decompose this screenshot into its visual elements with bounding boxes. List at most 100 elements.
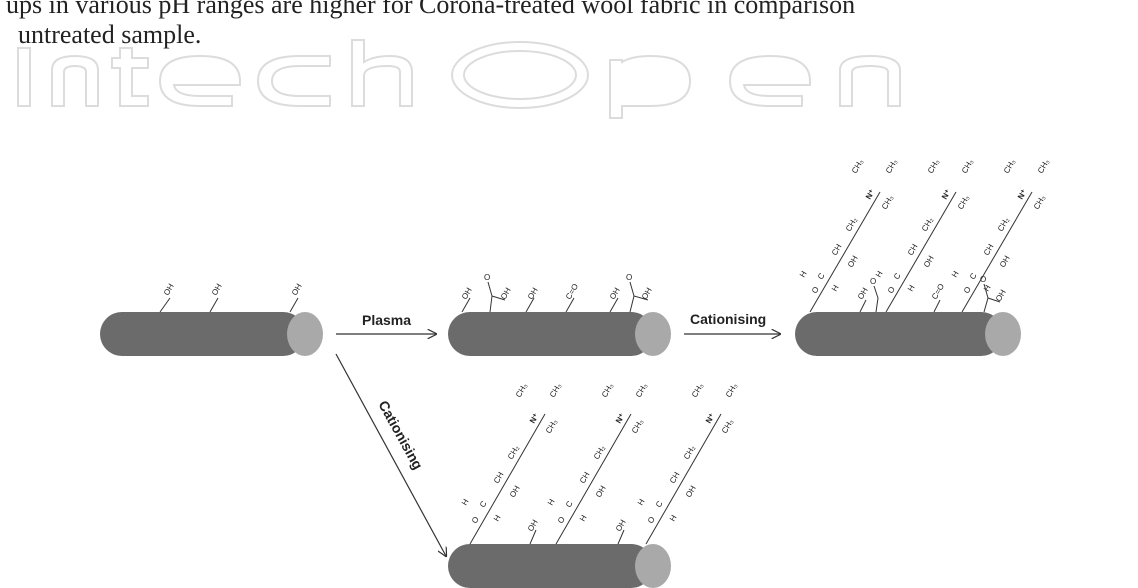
chain-atom: H <box>830 283 841 293</box>
chain-atom: H <box>874 269 885 279</box>
oh-group: OH <box>856 286 870 301</box>
arrow-cationising-horizontal-label: Cationising <box>690 311 766 327</box>
chain-atom: CH₂ <box>920 216 935 233</box>
chain-atom: C <box>564 499 575 509</box>
fiber-untreated: OH OH OH <box>100 282 323 356</box>
chain-atom: C <box>968 271 979 281</box>
o-group: O <box>870 277 876 286</box>
fiber-body <box>100 312 305 356</box>
chain-atom: O <box>556 515 567 525</box>
chain-atom: H <box>546 497 557 507</box>
oh-group: OH <box>526 286 540 301</box>
cationic-chain-6: O C CH CH₂ N⁺ CH₃ CH₃ CH₃ H H OH <box>636 382 739 545</box>
chain-atom: CH₃ <box>630 418 645 435</box>
chain-atom: H <box>798 269 809 279</box>
chain-atom: CH <box>830 242 844 257</box>
body-text-line-2: untreated sample. <box>18 20 202 49</box>
arrow-plasma-label: Plasma <box>362 312 411 328</box>
chain-atom: O <box>962 285 973 295</box>
oh-group: OH <box>210 282 224 297</box>
o-group: O <box>980 275 986 284</box>
chain-atom: N⁺ <box>940 188 953 201</box>
chain-atom: OH <box>846 254 860 269</box>
chain-atom: OH <box>998 254 1012 269</box>
chain-atom: OH <box>684 484 698 499</box>
chain-atom: CH₃ <box>1002 158 1017 175</box>
chain-atom: H <box>578 513 589 523</box>
chain-atom: H <box>906 283 917 293</box>
chain-atom: CH₃ <box>600 382 615 399</box>
oh-group: OH <box>290 282 304 297</box>
carbonyl-group: C=O <box>564 282 580 301</box>
fiber-plasma-treated: OH O OH OH C=O OH O OH <box>448 273 671 356</box>
carbonyl-group: C=O <box>930 282 946 301</box>
chain-atom: CH₃ <box>634 382 649 399</box>
chain-atom: CH₃ <box>850 158 865 175</box>
chain-atom: CH₃ <box>514 382 529 399</box>
chain-atom: C <box>892 271 903 281</box>
cationic-chain-4: O C CH CH₂ N⁺ CH₃ CH₃ CH₃ H H OH <box>460 382 563 545</box>
chain-atom: C <box>478 499 489 509</box>
oh-group: OH <box>994 288 1008 303</box>
chain-atom: CH₃ <box>880 194 895 211</box>
cationic-chain-5: O C CH CH₂ N⁺ CH₃ CH₃ CH₃ H H OH <box>546 382 649 545</box>
chain-atom: H <box>492 513 503 523</box>
chain-atom: CH₂ <box>844 216 859 233</box>
chain-atom: OH <box>508 484 522 499</box>
fiber-cap <box>635 312 671 356</box>
chain-atom: CH₃ <box>1036 158 1051 175</box>
chain-atom: CH <box>492 470 506 485</box>
fiber-plasma-cationised: O C CH CH₂ N⁺ CH₃ CH₃ CH₃ H H OH O C CH … <box>795 158 1051 356</box>
chain-atom: N⁺ <box>704 412 717 425</box>
chain-atom: CH₃ <box>544 418 559 435</box>
chain-atom: CH₃ <box>926 158 941 175</box>
fiber-cap <box>635 544 671 588</box>
oh-group: OH <box>460 286 474 301</box>
cationic-chain-2: O C CH CH₂ N⁺ CH₃ CH₃ CH₃ H H OH <box>874 158 975 313</box>
chain-atom: CH <box>668 470 682 485</box>
chain-atom: O <box>810 285 821 295</box>
chain-atom: CH₃ <box>960 158 975 175</box>
oh-group: OH <box>608 286 622 301</box>
fiber-body <box>448 544 653 588</box>
chain-atom: N⁺ <box>528 412 541 425</box>
arrow-cationising-diagonal-label: Cationising <box>375 398 426 472</box>
chain-atom: N⁺ <box>1016 188 1029 201</box>
chain-atom: CH <box>982 242 996 257</box>
fiber-cationised: O C CH CH₂ N⁺ CH₃ CH₃ CH₃ H H OH O C CH … <box>448 382 739 588</box>
arrow-cationising-diagonal <box>335 353 446 556</box>
chain-atom: O <box>886 285 897 295</box>
fiber-cap <box>287 312 323 356</box>
chain-atom: H <box>460 497 471 507</box>
chain-atom: CH₃ <box>690 382 705 399</box>
oh-group: OH <box>526 518 540 533</box>
fiber-body <box>795 312 1003 356</box>
fiber-body <box>448 312 653 356</box>
chain-atom: CH₃ <box>548 382 563 399</box>
oh-group: OH <box>162 282 176 297</box>
chain-atom: N⁺ <box>864 188 877 201</box>
chain-atom: CH₃ <box>720 418 735 435</box>
chain-atom: CH <box>906 242 920 257</box>
chain-atom: CH₃ <box>724 382 739 399</box>
chain-atom: N⁺ <box>614 412 627 425</box>
oh-group: OH <box>499 286 513 301</box>
body-text-line-1: ups in various pH ranges are higher for … <box>6 0 856 19</box>
chain-atom: CH₃ <box>884 158 899 175</box>
chain-atom: O <box>470 515 481 525</box>
chain-atom: CH₂ <box>996 216 1011 233</box>
fiber-cap <box>985 312 1021 356</box>
chain-atom: H <box>982 283 993 293</box>
chain-atom: OH <box>922 254 936 269</box>
chain-atom: H <box>668 513 679 523</box>
chain-atom: CH₃ <box>956 194 971 211</box>
chain-atom: H <box>636 497 647 507</box>
chain-atom: O <box>646 515 657 525</box>
chain-atom: C <box>654 499 665 509</box>
oh-group: OH <box>640 286 654 301</box>
chain-atom: CH₃ <box>1032 194 1047 211</box>
oh-group: OH <box>614 518 628 533</box>
cationic-chain-1: O C CH CH₂ N⁺ CH₃ CH₃ CH₃ H H OH <box>798 158 899 313</box>
o-group: O <box>484 273 490 282</box>
